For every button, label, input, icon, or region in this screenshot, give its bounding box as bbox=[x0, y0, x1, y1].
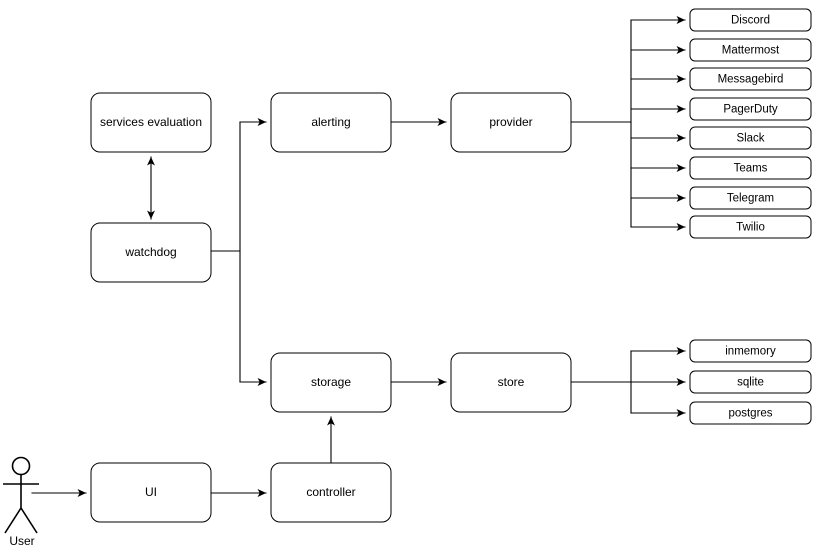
actor-user[interactable]: User bbox=[3, 456, 39, 549]
node-ui[interactable]: UI bbox=[90, 462, 212, 523]
leaf-node-postgres[interactable]: postgres bbox=[689, 401, 812, 425]
node-provider-label: provider bbox=[489, 115, 532, 129]
leaf-node-teams[interactable]: Teams bbox=[689, 156, 812, 180]
leaf-node-twilio-shape[interactable] bbox=[689, 215, 812, 239]
node-storage-shape[interactable] bbox=[270, 352, 392, 413]
node-watchdog-shape[interactable] bbox=[90, 222, 212, 283]
leaf-node-mattermost-label: Mattermost bbox=[722, 45, 780, 57]
node-services-evaluation[interactable]: services evaluation bbox=[90, 92, 212, 153]
leaf-node-messagebird-label: Messagebird bbox=[718, 74, 784, 86]
leaf-node-inmemory-shape[interactable] bbox=[689, 339, 812, 363]
actor-right-leg-icon bbox=[20, 507, 38, 534]
edge-group bbox=[31, 16, 686, 497]
leaf-node-pagerduty-shape[interactable] bbox=[689, 97, 812, 121]
node-alerting[interactable]: alerting bbox=[270, 92, 392, 153]
leaf-node-telegram-shape[interactable] bbox=[689, 186, 812, 210]
leaf-node-slack[interactable]: Slack bbox=[689, 126, 812, 150]
leaf-node-telegram-label: Telegram bbox=[727, 193, 774, 205]
leaf-node-messagebird-shape[interactable] bbox=[689, 67, 812, 91]
node-store[interactable]: store bbox=[450, 352, 572, 413]
leaf-node-messagebird[interactable]: Messagebird bbox=[689, 67, 812, 91]
node-services-evaluation-label: services evaluation bbox=[100, 115, 202, 129]
leaf-node-teams-shape[interactable] bbox=[689, 156, 812, 180]
node-alerting-shape[interactable] bbox=[270, 92, 392, 153]
node-watchdog-label: watchdog bbox=[124, 245, 176, 259]
node-watchdog[interactable]: watchdog bbox=[90, 222, 212, 283]
leaf-node-mattermost[interactable]: Mattermost bbox=[689, 38, 812, 62]
leaf-node-discord-label: Discord bbox=[731, 15, 770, 27]
node-ui-shape[interactable] bbox=[90, 462, 212, 523]
leaf-node-postgres-label: postgres bbox=[728, 408, 772, 420]
node-storage-label: storage bbox=[311, 375, 351, 389]
leaf-node-inmemory-label: inmemory bbox=[725, 346, 776, 358]
node-store-shape[interactable] bbox=[450, 352, 572, 413]
node-provider-shape[interactable] bbox=[450, 92, 572, 153]
node-provider[interactable]: provider bbox=[450, 92, 572, 153]
leaf-node-pagerduty-label: PagerDuty bbox=[723, 104, 778, 116]
leaf-node-pagerduty[interactable]: PagerDuty bbox=[689, 97, 812, 121]
store-implementation-list: inmemory sqlite postgres bbox=[689, 339, 812, 425]
leaf-node-teams-label: Teams bbox=[734, 163, 768, 175]
leaf-node-postgres-shape[interactable] bbox=[689, 401, 812, 425]
leaf-node-sqlite-label: sqlite bbox=[737, 377, 764, 389]
node-alerting-label: alerting bbox=[311, 115, 350, 129]
node-storage[interactable]: storage bbox=[270, 352, 392, 413]
leaf-node-discord[interactable]: Discord bbox=[689, 8, 812, 32]
leaf-node-mattermost-shape[interactable] bbox=[689, 38, 812, 62]
leaf-node-slack-shape[interactable] bbox=[689, 126, 812, 150]
leaf-node-sqlite-shape[interactable] bbox=[689, 370, 812, 394]
node-controller-label: controller bbox=[306, 485, 355, 499]
leaf-node-telegram[interactable]: Telegram bbox=[689, 186, 812, 210]
leaf-node-inmemory[interactable]: inmemory bbox=[689, 339, 812, 363]
node-services-evaluation-shape[interactable] bbox=[90, 92, 212, 153]
leaf-node-sqlite[interactable]: sqlite bbox=[689, 370, 812, 394]
node-controller[interactable]: controller bbox=[270, 462, 392, 523]
actor-user-label: User bbox=[9, 534, 34, 548]
node-controller-shape[interactable] bbox=[270, 462, 392, 523]
provider-implementation-list: Discord Mattermost Messagebird PagerDuty… bbox=[689, 8, 812, 239]
actor-left-leg-icon bbox=[4, 507, 22, 534]
actor-head-icon bbox=[11, 456, 31, 476]
node-store-label: store bbox=[498, 375, 525, 389]
leaf-node-twilio[interactable]: Twilio bbox=[689, 215, 812, 239]
leaf-node-discord-shape[interactable] bbox=[689, 8, 812, 32]
leaf-node-twilio-label: Twilio bbox=[736, 222, 765, 234]
node-ui-label: UI bbox=[145, 485, 157, 499]
leaf-node-slack-label: Slack bbox=[736, 133, 764, 145]
